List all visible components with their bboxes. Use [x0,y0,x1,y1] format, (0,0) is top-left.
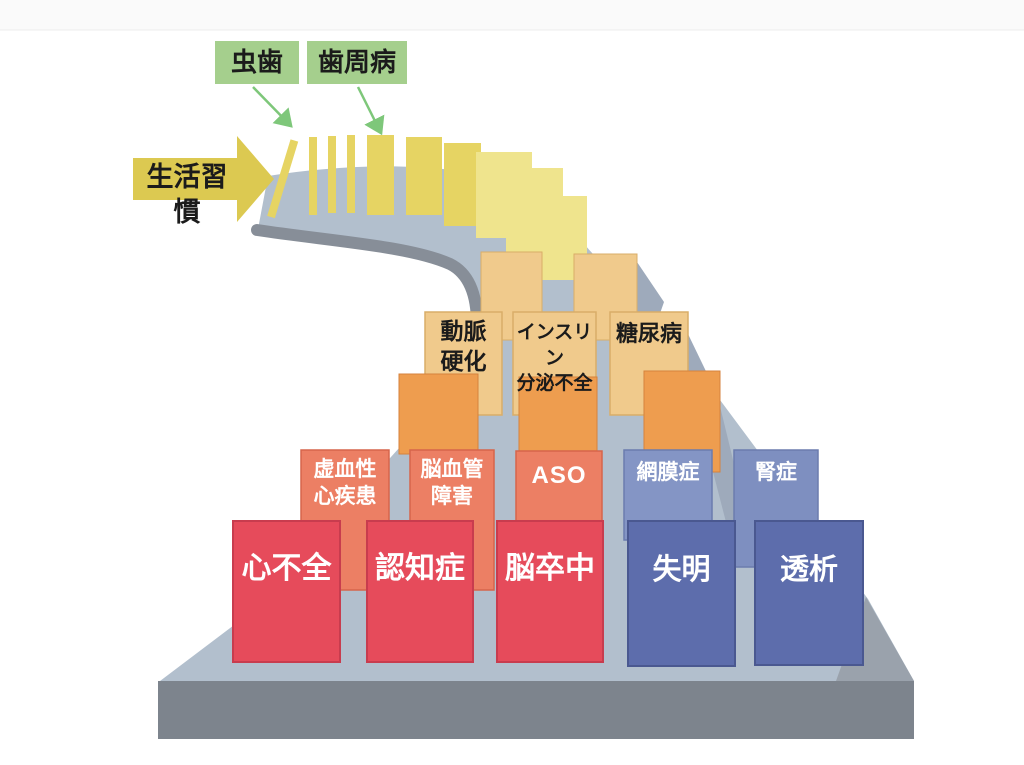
domino-stick-3 [328,136,336,213]
lifestyle-arrow [133,136,274,222]
periodontal-pointer-arrow [356,86,385,136]
platform-front-face [158,681,914,739]
domino-stick-2 [309,137,317,215]
domino-orange-1 [398,373,479,455]
domino-cavity [267,139,299,219]
track-curved-edge [251,224,483,330]
cavity-tag-box [215,41,299,84]
domino-dementia [366,520,474,663]
domino-orange-2 [518,376,598,457]
cavity-pointer-arrow [252,86,293,128]
periodontal-tag-box [307,41,407,84]
domino-dialysis [754,520,864,666]
domino-yellow-6 [406,137,442,215]
top-border-strip [0,0,1024,30]
domino-heart-failure [232,520,341,663]
domino-yellow-7 [444,143,481,226]
domino-blindness [627,520,736,667]
domino-stick-4 [347,135,355,213]
domino-periodontal [367,135,394,215]
domino-stroke [496,520,604,663]
